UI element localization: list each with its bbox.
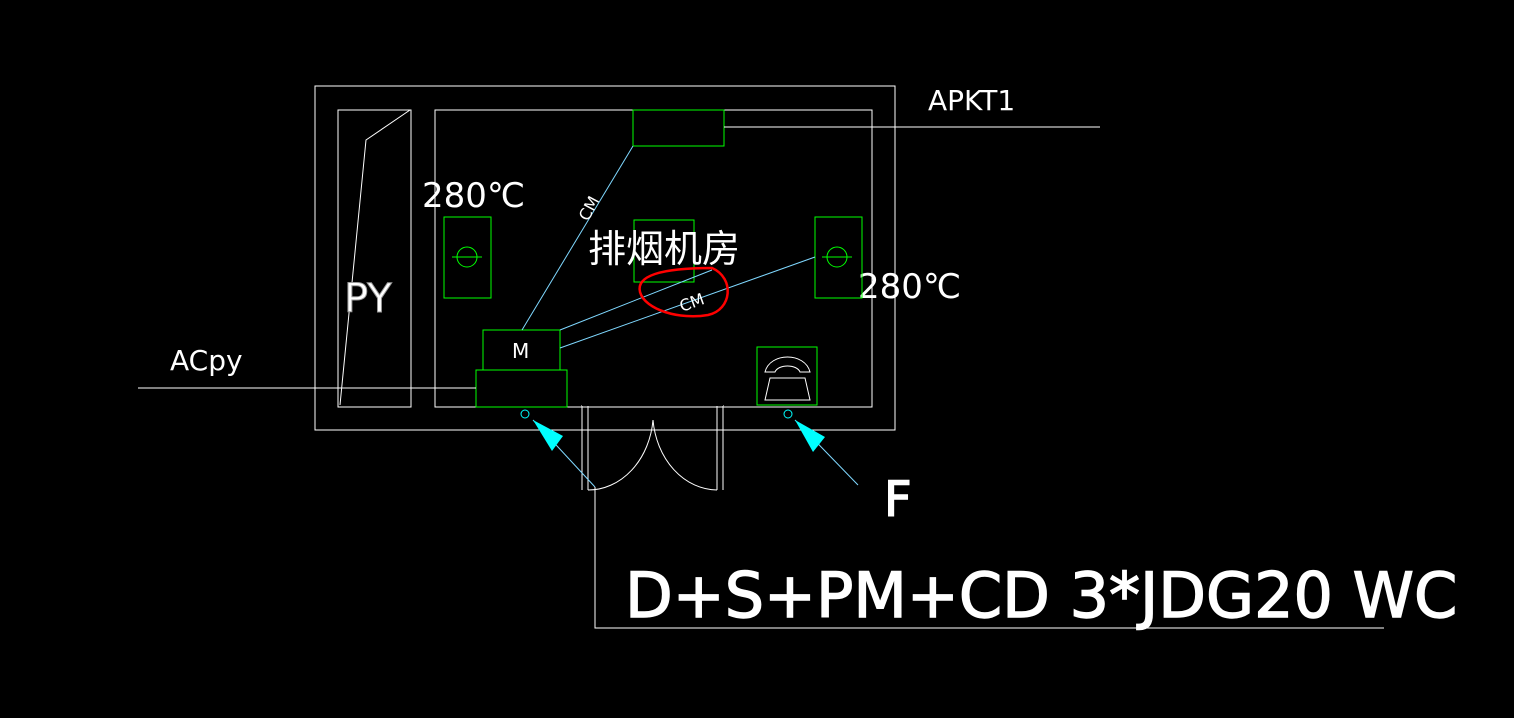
panel-acpy-label: ACpy <box>170 344 243 377</box>
sensor-left <box>520 409 530 419</box>
outer-wall <box>314 85 896 431</box>
shaft-diagonal <box>339 109 411 406</box>
markup-circle <box>638 266 729 318</box>
temp-label-left: 280℃ <box>422 176 525 216</box>
motor-label: M <box>512 339 529 363</box>
telephone-icon <box>756 346 818 406</box>
double-door <box>581 404 724 491</box>
temp-label-right: 280℃ <box>858 267 961 307</box>
leader-arrow-right <box>794 419 859 486</box>
shaft-label: PY <box>344 276 392 322</box>
shaft-boundary <box>337 109 412 408</box>
center-device-box <box>633 219 695 283</box>
wire-cm-upper: CM <box>575 193 604 224</box>
sensor-right <box>783 409 793 419</box>
control-wires <box>521 145 816 349</box>
cable-spec: D+S+PM+CD 3*JDG20 WC <box>625 559 1457 632</box>
fan-label: F <box>884 472 912 528</box>
cable-route <box>594 487 1384 629</box>
panel-apkt-box <box>632 109 725 147</box>
fire-damper-right <box>814 216 863 299</box>
motor-controller: M <box>475 329 568 408</box>
leader-arrow-left <box>532 419 596 488</box>
panel-apkt-label: APKT1 <box>928 84 1015 117</box>
room-name: 排烟机房 <box>588 227 740 271</box>
wire-cm-lower: CM <box>677 289 707 315</box>
fire-damper-left <box>443 216 492 299</box>
